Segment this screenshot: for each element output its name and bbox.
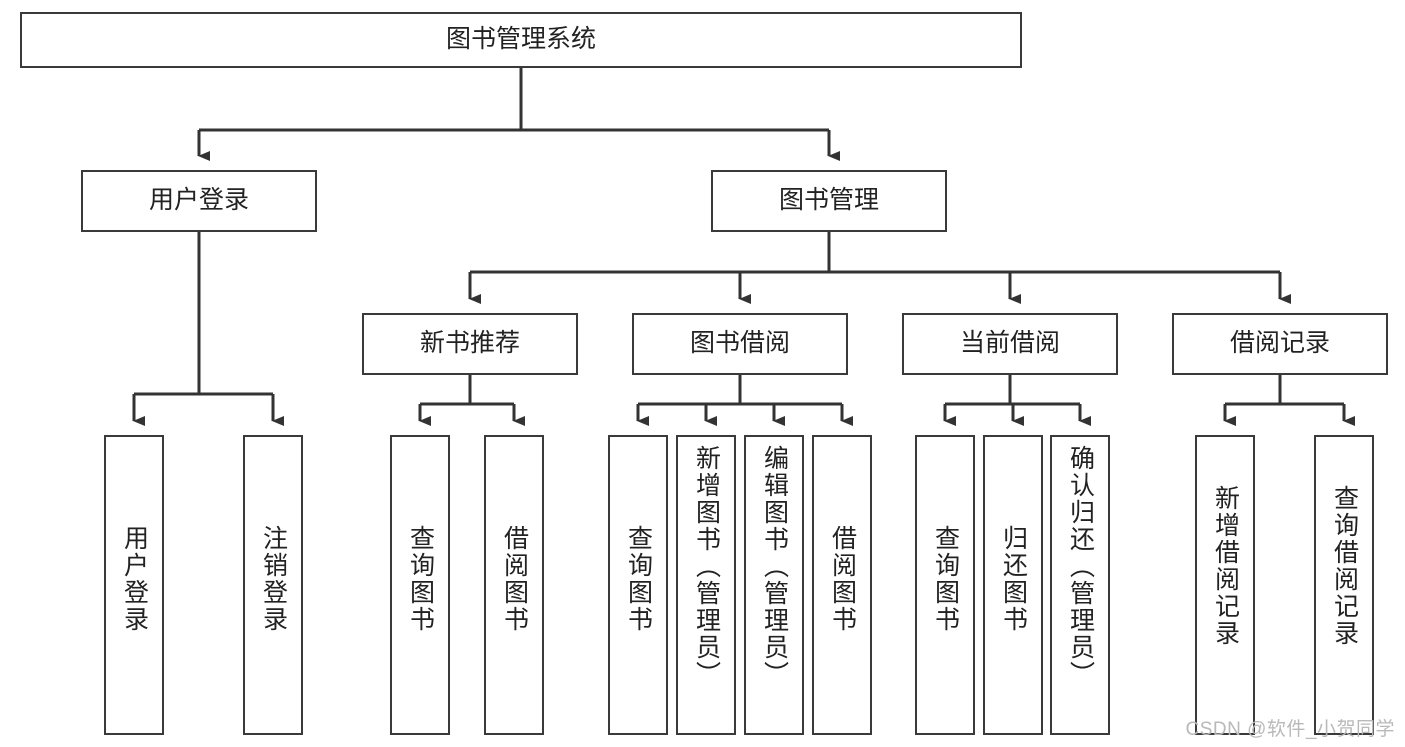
node-current-borrow-label: 当前借阅 [959, 329, 1060, 358]
node-root-label: 图书管理系统 [445, 25, 596, 54]
node-leaf-borrow-book-label: 借阅图书 [828, 525, 857, 633]
node-leaf-add-book-label: 新增图书（管理员） [692, 445, 721, 688]
node-leaf-query-book-cur[interactable]: 查询图书 [915, 435, 975, 735]
node-leaf-query-book-cur-label: 查询图书 [931, 525, 960, 633]
edge-borrow-record-bus [1223, 375, 1355, 426]
node-leaf-user-login-label: 用户登录 [120, 525, 149, 633]
node-leaf-edit-book-label: 编辑图书（管理员） [760, 445, 789, 688]
node-leaf-add-record[interactable]: 新增借阅记录 [1195, 435, 1255, 735]
node-current-borrow[interactable]: 当前借阅 [902, 313, 1118, 375]
node-book-borrow[interactable]: 图书借阅 [632, 313, 848, 375]
node-new-book-rec[interactable]: 新书推荐 [362, 313, 578, 375]
node-leaf-confirm-return-label: 确认归还（管理员） [1066, 445, 1095, 688]
edge-book-borrow-bus [636, 375, 853, 426]
node-user-login-label: 用户登录 [148, 186, 249, 215]
node-book-manage[interactable]: 图书管理 [711, 170, 947, 232]
node-leaf-edit-book[interactable]: 编辑图书（管理员） [744, 435, 804, 735]
node-new-book-rec-label: 新书推荐 [419, 329, 520, 358]
edge-new-book-rec-bus [418, 375, 525, 426]
node-leaf-user-logout-label: 注销登录 [259, 525, 288, 633]
node-root[interactable]: 图书管理系统 [20, 12, 1022, 68]
node-borrow-record-label: 借阅记录 [1229, 329, 1330, 358]
edge-book-manage-bus [468, 232, 1291, 304]
edge-current-borrow-bus [943, 375, 1091, 426]
node-borrow-record[interactable]: 借阅记录 [1172, 313, 1388, 375]
node-leaf-query-book-rec[interactable]: 查询图书 [390, 435, 450, 735]
node-leaf-user-login[interactable]: 用户登录 [104, 435, 164, 735]
node-leaf-confirm-return[interactable]: 确认归还（管理员） [1050, 435, 1110, 735]
node-leaf-return-book-label: 归还图书 [999, 525, 1028, 633]
node-leaf-query-book-rec-label: 查询图书 [406, 525, 435, 633]
node-user-login[interactable]: 用户登录 [81, 170, 317, 232]
node-leaf-add-record-label: 新增借阅记录 [1211, 485, 1240, 647]
node-book-borrow-label: 图书借阅 [689, 329, 790, 358]
node-book-manage-label: 图书管理 [778, 186, 879, 215]
node-leaf-user-logout[interactable]: 注销登录 [243, 435, 303, 735]
node-leaf-query-book-borrow-label: 查询图书 [624, 525, 653, 633]
node-leaf-borrow-book-rec[interactable]: 借阅图书 [484, 435, 544, 735]
watermark-text: CSDN @软件_小贺同学 [1185, 719, 1395, 740]
edge-root-to-bus [199, 68, 829, 132]
node-leaf-borrow-book[interactable]: 借阅图书 [812, 435, 872, 735]
node-leaf-borrow-book-rec-label: 借阅图书 [500, 525, 529, 633]
node-leaf-query-book-borrow[interactable]: 查询图书 [608, 435, 668, 735]
node-leaf-add-book[interactable]: 新增图书（管理员） [676, 435, 736, 735]
node-leaf-query-record[interactable]: 查询借阅记录 [1314, 435, 1374, 735]
edge-user-login-bus [132, 232, 284, 426]
node-leaf-query-record-label: 查询借阅记录 [1330, 485, 1359, 647]
node-leaf-return-book[interactable]: 归还图书 [983, 435, 1043, 735]
